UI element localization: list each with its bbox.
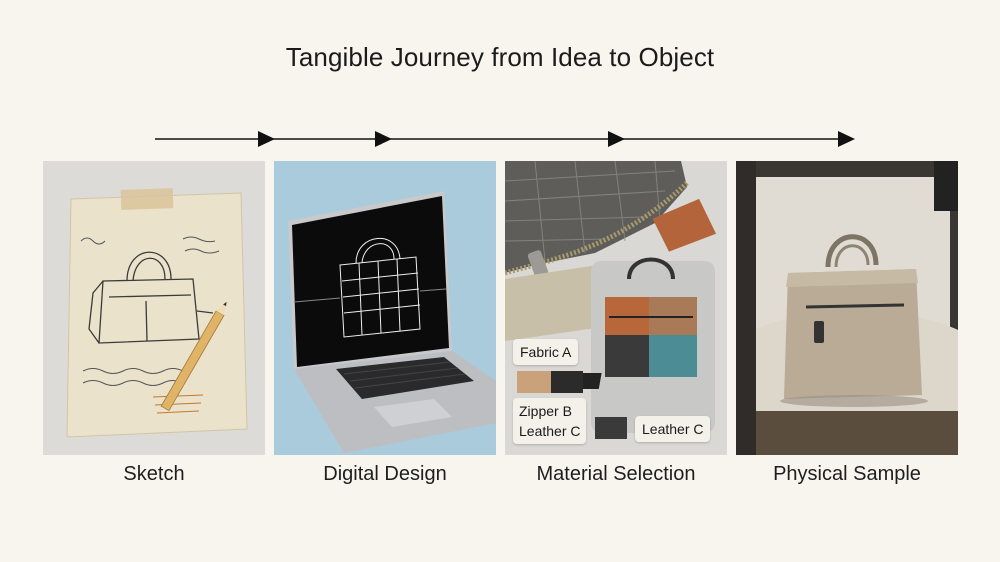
material-selection-image: Fabric A Zipper B Leather C Leather C <box>505 161 727 455</box>
process-timeline <box>155 131 855 147</box>
digital-design-image <box>274 161 496 455</box>
arrowhead-2 <box>375 131 392 147</box>
tag-zipper-label: Zipper B <box>519 403 572 419</box>
physical-sample-image <box>736 161 958 455</box>
tag-fabric: Fabric A <box>513 339 579 365</box>
arrowhead-1 <box>258 131 275 147</box>
diagram-title: Tangible Journey from Idea to Object <box>285 42 715 72</box>
tag-leather: Leather C <box>635 416 711 442</box>
stage-label-material-selection: Material Selection <box>536 463 696 485</box>
stage-label-physical-sample: Physical Sample <box>773 463 921 485</box>
arrowhead-3 <box>608 131 625 147</box>
tag-leather-label-left: Leather C <box>519 423 581 439</box>
arrowhead-4 <box>838 131 855 147</box>
stage-label-sketch: Sketch <box>123 463 185 485</box>
sketch-image <box>43 161 265 455</box>
stage-label-digital-design: Digital Design <box>323 463 447 485</box>
tag-zipper-leather: Zipper B Leather C <box>513 398 587 444</box>
